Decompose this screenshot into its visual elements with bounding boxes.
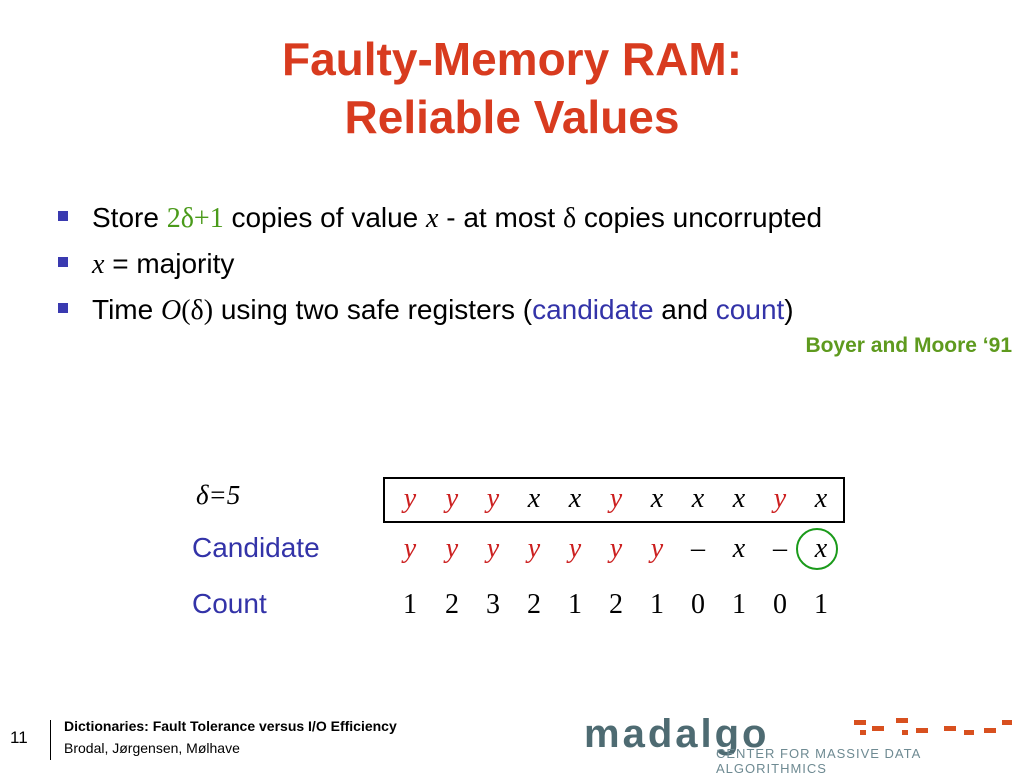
big-o: O (160, 295, 182, 326)
count-label: Count (192, 588, 267, 619)
candidate-label: Candidate (192, 532, 320, 563)
candidate-cell: y (650, 533, 664, 564)
footer-title: Dictionaries: Fault Tolerance versus I/O… (64, 718, 397, 734)
value-cell: y (403, 483, 417, 514)
madalgo-logo-mark (854, 718, 1012, 735)
var-x: x (92, 249, 105, 280)
title-line-2: Reliable Values (344, 91, 680, 143)
candidate-cell: y (568, 533, 582, 564)
value-cell: x (568, 483, 582, 514)
bullet-square-icon (58, 303, 68, 313)
final-candidate-ring (796, 528, 838, 570)
word-candidate: candidate (532, 294, 654, 325)
big-o-arg: (δ) (181, 295, 214, 326)
count-cell: 2 (609, 589, 623, 620)
footer-divider (50, 720, 51, 760)
bullet-list: Store 2δ+1 copies of value x - at most δ… (58, 198, 1018, 336)
bullet-majority: x = majority (58, 244, 1018, 290)
count-cell: 2 (445, 589, 459, 620)
count-cell: 1 (650, 589, 664, 620)
slide-title: Faulty-Memory RAM: Reliable Values (0, 30, 1024, 146)
candidate-cell: – (691, 533, 705, 564)
math-2delta-plus-1: 2δ+1 (166, 203, 224, 234)
bullet-square-icon (58, 257, 68, 267)
value-cell: y (773, 483, 787, 514)
title-line-1: Faulty-Memory RAM: (281, 33, 743, 85)
word-count: count (715, 294, 785, 325)
count-cell: 1 (814, 589, 828, 620)
value-cell: x (527, 483, 541, 514)
madalgo-logo-subtitle: CENTER FOR MASSIVE DATA ALGORITHMICS (716, 746, 921, 776)
math-delta: δ (562, 203, 577, 234)
madalgo-logo-word: madalgo (584, 712, 770, 756)
value-cell: x (691, 483, 705, 514)
value-cell: x (814, 483, 828, 514)
values-box (383, 477, 845, 523)
candidate-cell: x (732, 533, 746, 564)
footer: 11 Dictionaries: Fault Tolerance versus … (0, 708, 1024, 776)
count-cell: 1 (568, 589, 582, 620)
count-cell: 3 (486, 589, 500, 620)
page-number: 11 (10, 728, 28, 747)
value-cell: y (609, 483, 623, 514)
count-cell: 0 (773, 589, 787, 620)
footer-authors: Brodal, Jørgensen, Mølhave (64, 740, 240, 756)
candidate-cell: y (403, 533, 417, 564)
value-cell: y (486, 483, 500, 514)
delta-label: δ=5 (196, 480, 241, 510)
count-cell: 1 (403, 589, 417, 620)
candidate-cell: – (773, 533, 787, 564)
count-cell: 2 (527, 589, 541, 620)
value-cell: x (650, 483, 664, 514)
candidate-cell: y (609, 533, 623, 564)
citation: Boyer and Moore ‘91 (805, 334, 1012, 357)
value-cell: y (445, 483, 459, 514)
candidate-cell: y (527, 533, 541, 564)
bullet-time: Time O(δ) using two safe registers (cand… (58, 290, 1018, 336)
bullet-store-copies: Store 2δ+1 copies of value x - at most δ… (58, 198, 1018, 244)
count-cell: 1 (732, 589, 746, 620)
count-cell: 0 (691, 589, 705, 620)
value-cell: x (732, 483, 746, 514)
var-x: x (426, 203, 439, 234)
candidate-cell: y (486, 533, 500, 564)
candidate-cell: y (445, 533, 459, 564)
bullet-square-icon (58, 211, 68, 221)
